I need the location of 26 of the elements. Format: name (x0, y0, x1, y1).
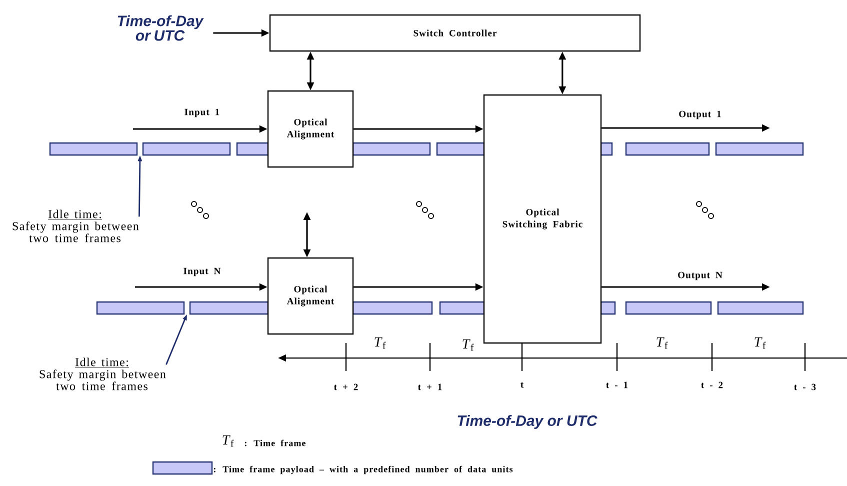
tick-label: t (520, 382, 524, 388)
edge-label: Input 1 (184, 108, 220, 118)
alignment-box: Optical Alignment (267, 90, 354, 168)
edge-label: Output 1 (679, 110, 721, 120)
symbol-label: T$_{f}$ (754, 337, 766, 349)
tick-label: t - 2 (701, 382, 723, 388)
legend-text: : Time frame (244, 440, 306, 446)
annotation-text: Idle time: Safety margin between two time frames (12, 210, 139, 242)
tick-label: t - 3 (794, 384, 816, 390)
controller-box: Switch Controller (269, 14, 641, 52)
payload-stream-drawing (49, 142, 804, 156)
tick-label: t + 1 (418, 384, 442, 390)
title-text: Time-of-Day or UTC (118, 15, 204, 41)
edge-label: Output N (678, 272, 722, 280)
annotation-text: Idle time: Safety margin between two time frames (40, 358, 166, 390)
alignment-box: Optical Alignment (267, 257, 354, 335)
legend-text: : Time frame payload – with a predefined number of data units (214, 466, 513, 474)
axis-title: Time-of-Day or UTC (458, 415, 598, 429)
symbol-label: T$_{f}$ (656, 337, 668, 349)
fabric-box: Optical Switching Fabric (483, 94, 602, 344)
symbol-label: T$_{f}$ (374, 337, 386, 349)
edge-label: Input N (184, 268, 221, 276)
symbol-label: T$_{f}$ (462, 339, 474, 351)
symbol-label: T$_{f}$ (222, 435, 234, 447)
tick-label: t + 2 (334, 384, 358, 390)
tick-label: t - 1 (606, 382, 628, 388)
